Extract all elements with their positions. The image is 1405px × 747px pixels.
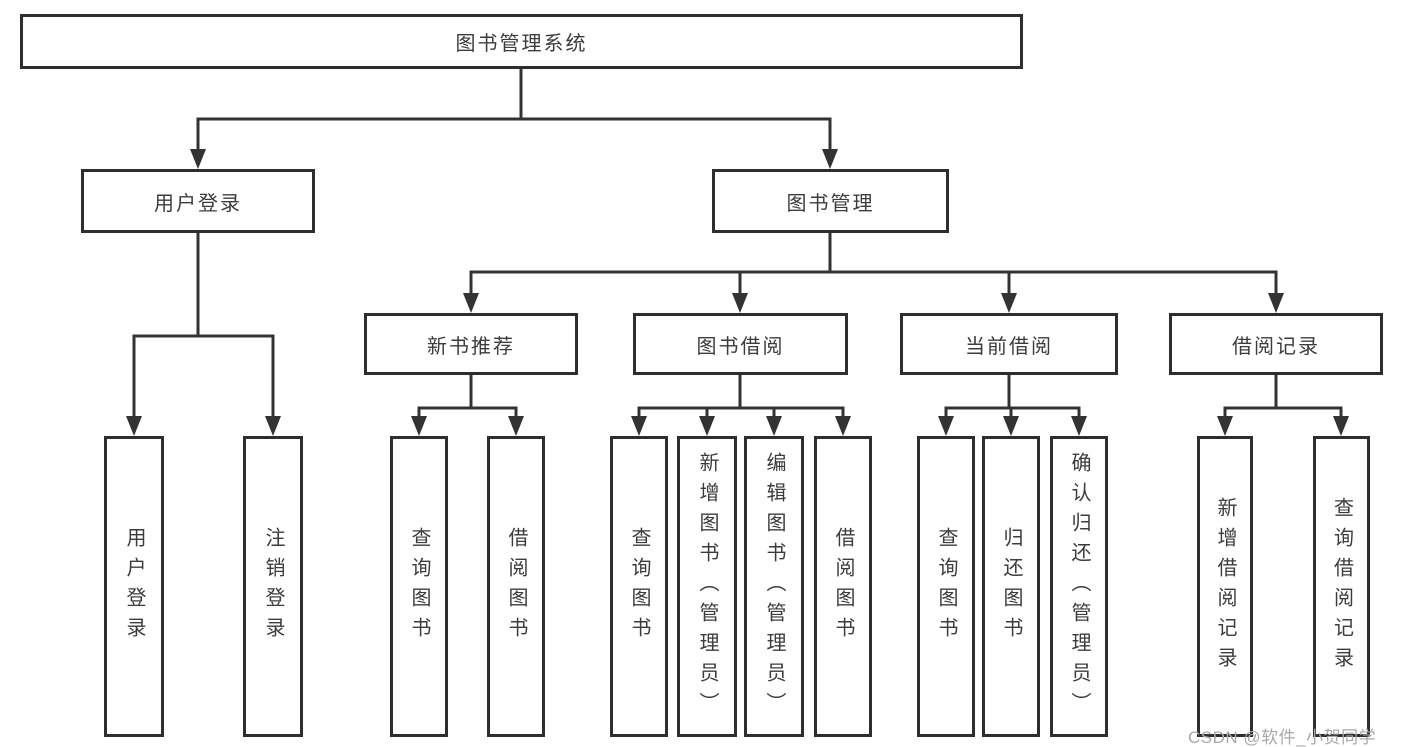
leaf-query-books-borrowing: 查询图书 — [610, 436, 668, 737]
leaf-query-borrow-record: 查询借阅记录 — [1313, 436, 1370, 737]
node-book-management: 图书管理 — [712, 169, 949, 233]
node-current-borrowing: 当前借阅 — [900, 313, 1118, 375]
leaf-label: 用户登录 — [123, 526, 145, 647]
leaf-return-books: 归还图书 — [982, 436, 1040, 737]
leaf-confirm-return-admin: 确认归还（管理员） — [1050, 436, 1108, 737]
node-label: 图书管理系统 — [455, 33, 588, 55]
node-borrowing-records: 借阅记录 — [1169, 313, 1383, 375]
node-label: 用户登录 — [154, 192, 242, 215]
leaf-label: 确认归还（管理员） — [1068, 451, 1090, 722]
leaf-label: 新增借阅记录 — [1214, 496, 1236, 677]
leaf-label: 借阅图书 — [505, 526, 527, 647]
node-book-borrowing: 图书借阅 — [633, 313, 848, 375]
node-user-login: 用户登录 — [81, 169, 315, 233]
leaf-label: 查询图书 — [628, 526, 650, 647]
leaf-borrow-books: 借阅图书 — [814, 436, 872, 737]
leaf-add-book-admin: 新增图书（管理员） — [677, 436, 737, 737]
leaf-user-login: 用户登录 — [104, 436, 164, 737]
leaf-add-borrow-record: 新增借阅记录 — [1197, 436, 1253, 737]
leaf-borrow-books-recommend: 借阅图书 — [487, 436, 545, 737]
leaf-edit-book-admin: 编辑图书（管理员） — [744, 436, 804, 737]
node-label: 图书借阅 — [696, 335, 785, 358]
leaf-query-books-current: 查询图书 — [917, 436, 975, 737]
leaf-label: 查询借阅记录 — [1330, 496, 1353, 677]
leaf-label: 编辑图书（管理员） — [763, 451, 785, 722]
watermark: CSDN @软件_小贺同学 — [1188, 728, 1377, 747]
leaf-logout: 注销登录 — [243, 436, 303, 737]
node-label: 当前借阅 — [965, 335, 1053, 358]
node-label: 借阅记录 — [1232, 335, 1320, 358]
leaf-label: 查询图书 — [408, 526, 430, 647]
node-label: 图书管理 — [786, 192, 875, 215]
leaf-query-books-recommend: 查询图书 — [390, 436, 448, 737]
leaf-label: 借阅图书 — [832, 526, 854, 647]
node-label: 新书推荐 — [427, 335, 515, 358]
leaf-label: 新增图书（管理员） — [696, 451, 718, 722]
leaf-label: 注销登录 — [262, 526, 284, 647]
leaf-label: 归还图书 — [1000, 526, 1022, 647]
node-library-system: 图书管理系统 — [20, 14, 1023, 69]
node-new-book-recommend: 新书推荐 — [364, 313, 578, 375]
leaf-label: 查询图书 — [935, 526, 957, 647]
